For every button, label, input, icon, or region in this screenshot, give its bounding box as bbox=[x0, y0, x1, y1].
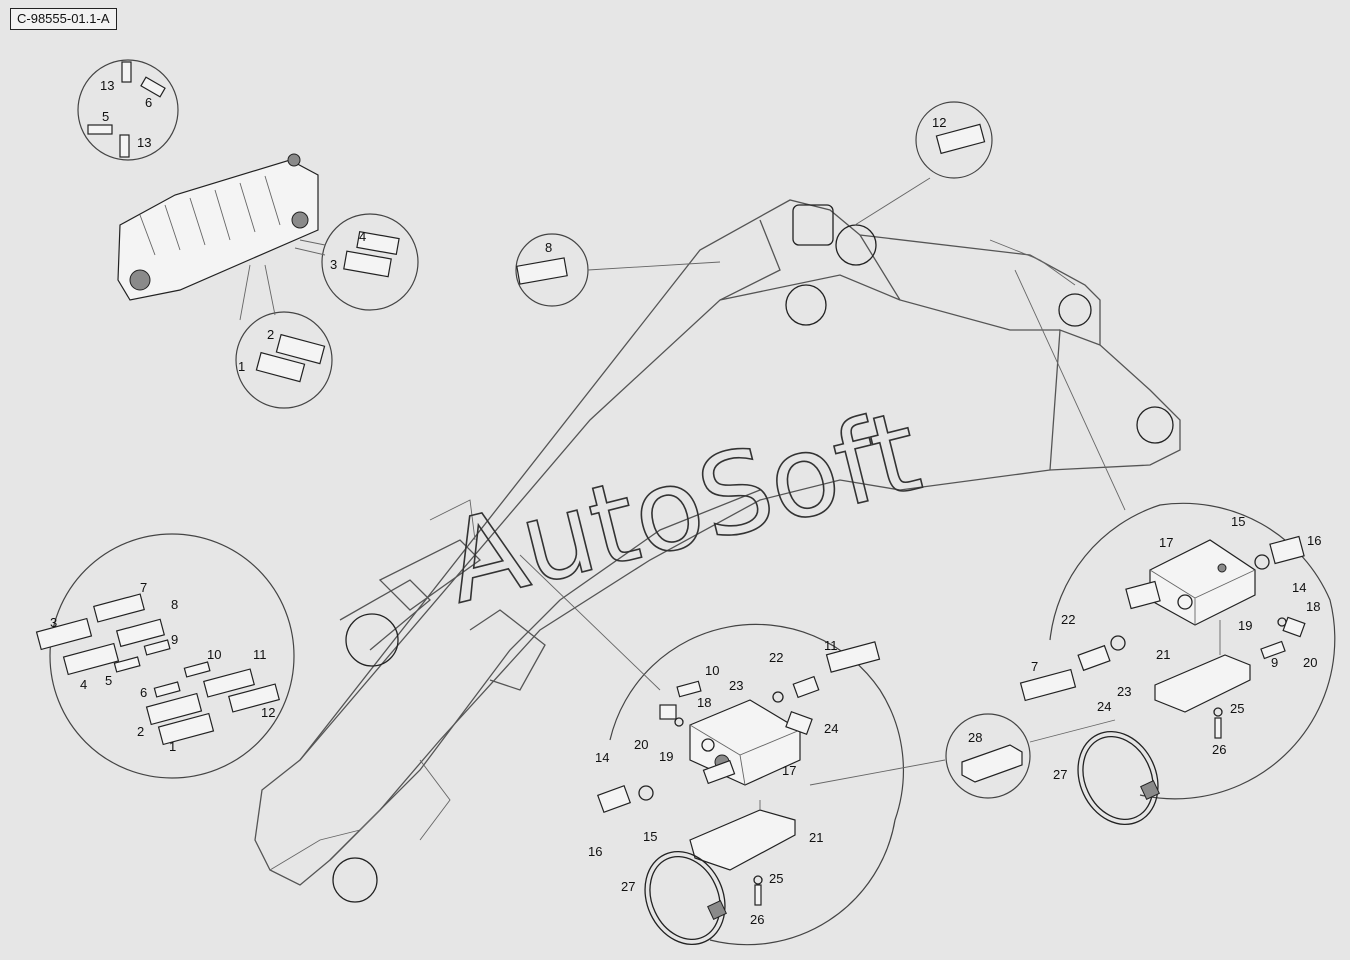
callout: 4 bbox=[80, 677, 87, 692]
callout: 5 bbox=[105, 673, 112, 688]
callout: 26 bbox=[750, 912, 764, 927]
callout: 17 bbox=[782, 763, 796, 778]
document-code: C-98555-01.1-A bbox=[10, 8, 117, 30]
callout: 3 bbox=[330, 257, 337, 272]
callout: 7 bbox=[1031, 659, 1038, 674]
detail-circle-fittings bbox=[77, 59, 179, 161]
boom-head-slot bbox=[792, 204, 834, 246]
callout: 19 bbox=[659, 749, 673, 764]
relief-valve-block bbox=[689, 699, 801, 786]
callout: 10 bbox=[705, 663, 719, 678]
callout: 22 bbox=[1061, 612, 1075, 627]
callout: 9 bbox=[171, 632, 178, 647]
callout: 8 bbox=[171, 597, 178, 612]
detail-circle-fittings bbox=[321, 213, 419, 311]
detail-valve-left bbox=[519, 554, 946, 946]
callout: 6 bbox=[140, 685, 147, 700]
callout: 16 bbox=[588, 844, 602, 859]
callout: 6 bbox=[145, 95, 152, 110]
boom-pivot-hole bbox=[1058, 293, 1092, 327]
boom-assembly bbox=[254, 199, 1181, 886]
callout: 28 bbox=[968, 730, 982, 745]
boom-pivot-hole bbox=[332, 857, 378, 903]
callout: 10 bbox=[207, 647, 221, 662]
callout: 13 bbox=[137, 135, 151, 150]
callout: 23 bbox=[1117, 684, 1131, 699]
callout: 22 bbox=[769, 650, 783, 665]
boom-cylinder-eye bbox=[345, 613, 399, 667]
callout: 17 bbox=[1159, 535, 1173, 550]
control-valve-bank bbox=[117, 153, 319, 301]
callout: 13 bbox=[100, 78, 114, 93]
callout: 23 bbox=[729, 678, 743, 693]
detail-12 bbox=[854, 101, 993, 226]
callout: 18 bbox=[1306, 599, 1320, 614]
boom-pivot-hole bbox=[1136, 406, 1174, 444]
detail-valve-bank bbox=[77, 59, 419, 409]
watermark-text: AutoSoft bbox=[434, 387, 932, 630]
detail-8 bbox=[515, 233, 721, 307]
callout: 24 bbox=[1097, 699, 1111, 714]
callout: 1 bbox=[238, 359, 245, 374]
callout: 21 bbox=[1156, 647, 1170, 662]
callout: 12 bbox=[932, 115, 946, 130]
callout: 15 bbox=[643, 829, 657, 844]
callout: 20 bbox=[1303, 655, 1317, 670]
callout: 7 bbox=[140, 580, 147, 595]
callout: 16 bbox=[1307, 533, 1321, 548]
callout: 9 bbox=[1271, 655, 1278, 670]
callout: 11 bbox=[824, 638, 838, 653]
boom-pivot-hole bbox=[835, 224, 877, 266]
callout: 8 bbox=[545, 240, 552, 255]
callout: 19 bbox=[1238, 618, 1252, 633]
callout: 15 bbox=[1231, 514, 1245, 529]
callout: 11 bbox=[253, 647, 267, 662]
callout: 26 bbox=[1212, 742, 1226, 757]
callout: 20 bbox=[634, 737, 648, 752]
callout: 18 bbox=[697, 695, 711, 710]
callout: 25 bbox=[769, 871, 783, 886]
relief-valve-block bbox=[1149, 539, 1256, 626]
callout: 21 bbox=[809, 830, 823, 845]
callout: 25 bbox=[1230, 701, 1244, 716]
detail-circle-fittings bbox=[235, 311, 333, 409]
detail-fittings-left bbox=[35, 533, 295, 779]
callout: 2 bbox=[267, 327, 274, 342]
callout: 27 bbox=[1053, 767, 1067, 782]
callout: 12 bbox=[261, 705, 275, 720]
callout: 24 bbox=[824, 721, 838, 736]
detail-28 bbox=[945, 713, 1116, 799]
callout: 14 bbox=[1292, 580, 1306, 595]
callout: 1 bbox=[169, 739, 176, 754]
callout: 4 bbox=[359, 229, 366, 244]
callout: 3 bbox=[50, 615, 57, 630]
callout: 27 bbox=[621, 879, 635, 894]
fitting-icons bbox=[87, 61, 400, 383]
boom-pivot-hole bbox=[785, 284, 827, 326]
detail-valve-right bbox=[1014, 269, 1336, 826]
callout: 2 bbox=[137, 724, 144, 739]
callout: 5 bbox=[102, 109, 109, 124]
callout: 14 bbox=[595, 750, 609, 765]
